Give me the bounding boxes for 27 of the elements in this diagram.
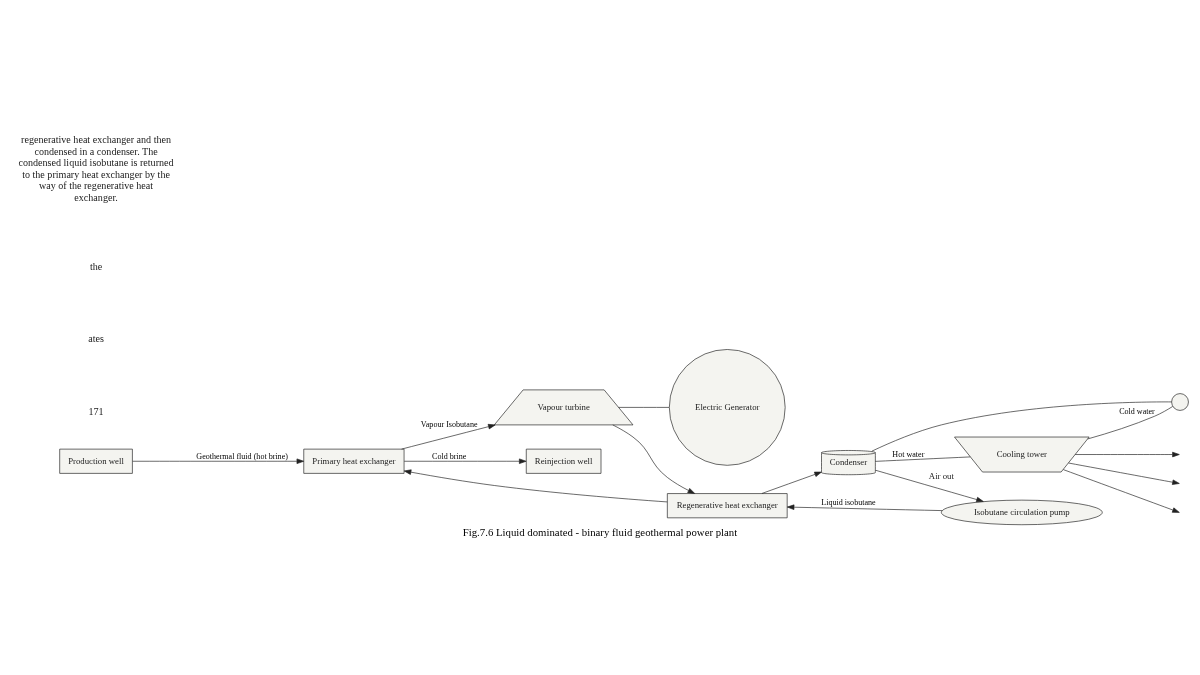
- arrow: [132, 458, 305, 464]
- connector: [871, 401, 1172, 452]
- arrow: [612, 424, 696, 494]
- node-circle: Electric Generator: [669, 349, 786, 466]
- node-box: Reinjection well: [525, 448, 602, 474]
- node-circle: [1171, 393, 1189, 411]
- label: regenerative heat exchanger and then condensed in a condenser. The condensed liquid isobutane is returned to the primary heat exchanger by the way of the regenerative heat exchanger.: [18, 134, 174, 203]
- node-label: Air out: [928, 471, 954, 482]
- arrow: [1068, 462, 1180, 485]
- node-box: Regenerative heat exchanger: [667, 493, 788, 519]
- arrow: [1062, 469, 1180, 513]
- node-box: Primary heat exchanger: [303, 448, 405, 474]
- arrow: [403, 469, 668, 503]
- arrow: [786, 504, 943, 511]
- arrow: [403, 458, 527, 464]
- arrow: [761, 471, 822, 494]
- connector: [618, 407, 670, 408]
- arrow: [875, 469, 984, 503]
- arrow: [401, 424, 496, 450]
- connector: [875, 456, 971, 462]
- node-box: Production well: [59, 448, 133, 474]
- label: ates: [88, 333, 104, 345]
- label: the: [89, 260, 103, 272]
- label: 171: [88, 406, 104, 418]
- arrow: [1074, 451, 1180, 458]
- connector: [1087, 406, 1174, 440]
- caption: Fig.7.6 Liquid dominated - binary fluid geothermal power plant: [462, 526, 738, 539]
